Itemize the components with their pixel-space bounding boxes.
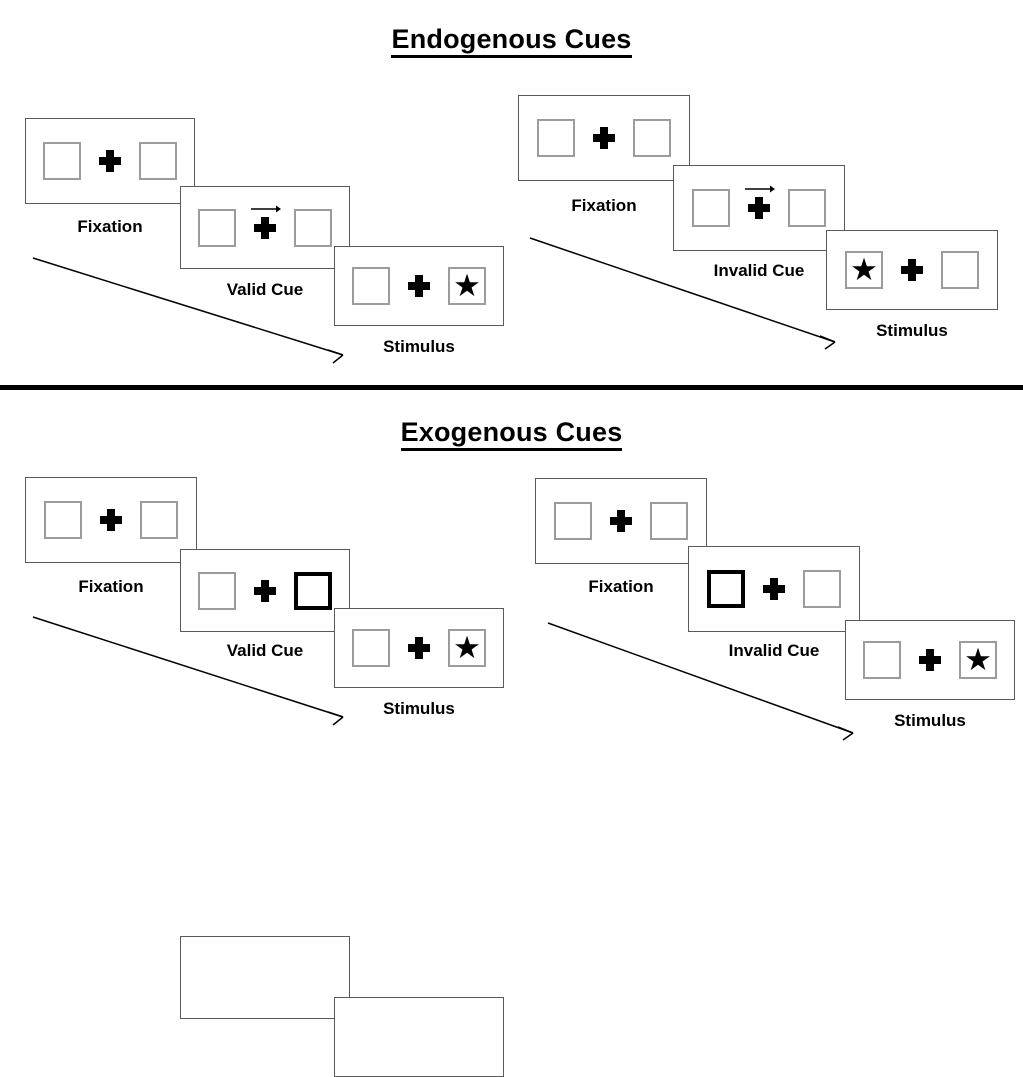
panel-label-exo-invalid-cue: Invalid Cue: [728, 641, 820, 660]
fixation-cross-icon: [254, 579, 276, 602]
panel-content: [536, 479, 706, 563]
panel-content: ★: [846, 621, 1014, 699]
panel-content: [674, 166, 844, 250]
section-title-exogenous: Exogenous Cues: [0, 417, 1023, 451]
section-title-endogenous-text: Endogenous Cues: [391, 24, 632, 58]
right-box: ★: [448, 629, 486, 667]
panel-exo-valid-cue-frame[interactable]: [180, 549, 350, 632]
panel-endo-invalid-stimulus[interactable]: ★: [826, 230, 998, 310]
panel-label-exo-valid-fixation: Fixation: [78, 577, 144, 596]
right-box: [140, 501, 178, 539]
panel-content: ★: [335, 247, 503, 325]
section-title-endogenous: Endogenous Cues: [0, 24, 1023, 58]
panel-label-endo-invalid-fixation: Fixation: [571, 196, 637, 215]
panel-endo-invalid-fixation[interactable]: [518, 95, 690, 181]
right-box: ★: [959, 641, 997, 679]
section-divider: [0, 385, 1023, 390]
left-box: [863, 641, 901, 679]
right-box: [139, 142, 177, 180]
left-box: ★: [845, 251, 883, 289]
panel-content: [26, 478, 196, 562]
left-box: [692, 189, 730, 227]
panel-endo-valid-stimulus[interactable]: ★: [334, 246, 504, 326]
left-box: [44, 501, 82, 539]
stimulus-star: ★: [453, 267, 481, 303]
fixation-cross-icon: [763, 578, 785, 600]
left-box: [352, 629, 390, 667]
right-box-cued: [294, 571, 332, 610]
panel-exo-valid-stimulus-frame[interactable]: ★: [334, 608, 504, 688]
panel-exo-valid-stimulus[interactable]: [334, 997, 504, 1077]
left-box: [554, 502, 592, 540]
panel-content: [26, 119, 194, 203]
panel-content: ★: [335, 609, 503, 687]
left-box: [537, 119, 575, 157]
panel-label-endo-valid-cue: Valid Cue: [226, 280, 304, 299]
right-box: [941, 251, 979, 289]
left-box: [43, 142, 81, 180]
panel-exo-valid-cue[interactable]: [180, 936, 350, 1019]
panel-label-exo-valid-stimulus: Stimulus: [383, 699, 455, 718]
panel-exo-invalid-fixation[interactable]: [535, 478, 707, 564]
fixation-cross-icon: [610, 510, 632, 532]
fixation-cross-icon: [251, 205, 281, 239]
panel-exo-invalid-stimulus[interactable]: ★: [845, 620, 1015, 700]
panel-endo-invalid-cue[interactable]: [673, 165, 845, 251]
fixation-cross-icon: [408, 275, 430, 297]
right-box: [788, 189, 826, 227]
time-flow-arrow: [547, 622, 854, 741]
panel-endo-valid-fixation[interactable]: [25, 118, 195, 204]
fixation-cross-icon: [100, 509, 122, 531]
right-box: ★: [448, 267, 486, 305]
fixation-cross-icon: [745, 185, 775, 219]
panel-content: [181, 187, 349, 268]
fixation-cross-icon: [919, 649, 941, 671]
panel-label-exo-invalid-fixation: Fixation: [588, 577, 654, 596]
panel-endo-valid-cue[interactable]: [180, 186, 350, 269]
left-box-cued: [707, 570, 745, 608]
left-box: [198, 208, 236, 247]
right-box: [294, 208, 332, 247]
section-title-exogenous-text: Exogenous Cues: [400, 417, 623, 451]
panel-exo-valid-fixation[interactable]: [25, 477, 197, 563]
panel-content: [181, 550, 349, 631]
left-box: [198, 571, 236, 610]
panel-label-endo-invalid-stimulus: Stimulus: [876, 321, 948, 340]
right-box: [650, 502, 688, 540]
fixation-cross-icon: [408, 637, 430, 659]
stimulus-star: ★: [964, 641, 992, 677]
stimulus-star: ★: [850, 251, 878, 287]
panel-label-endo-valid-stimulus: Stimulus: [383, 337, 455, 356]
right-arrow-cue-icon: [251, 205, 281, 212]
panel-label-exo-valid-cue: Valid Cue: [226, 641, 304, 660]
fixation-cross-icon: [593, 127, 615, 149]
panel-label-exo-invalid-stimulus: Stimulus: [894, 711, 966, 730]
fixation-cross-icon: [901, 259, 923, 281]
right-box: [633, 119, 671, 157]
section-exogenous: Exogenous Cues Fixation Valid Cue: [0, 387, 1023, 1077]
left-box: [352, 267, 390, 305]
right-box: [803, 570, 841, 608]
section-endogenous: Endogenous Cues Fixation: [0, 0, 1023, 387]
right-arrow-cue-icon: [745, 185, 775, 193]
fixation-cross-icon: [99, 150, 121, 172]
panel-content: [689, 547, 859, 631]
panel-content: ★: [827, 231, 997, 309]
stimulus-star: ★: [453, 629, 481, 665]
panel-label-endo-valid-fixation: Fixation: [77, 217, 143, 236]
panel-content: [519, 96, 689, 180]
panel-exo-invalid-cue[interactable]: [688, 546, 860, 632]
panel-label-endo-invalid-cue: Invalid Cue: [713, 261, 805, 280]
